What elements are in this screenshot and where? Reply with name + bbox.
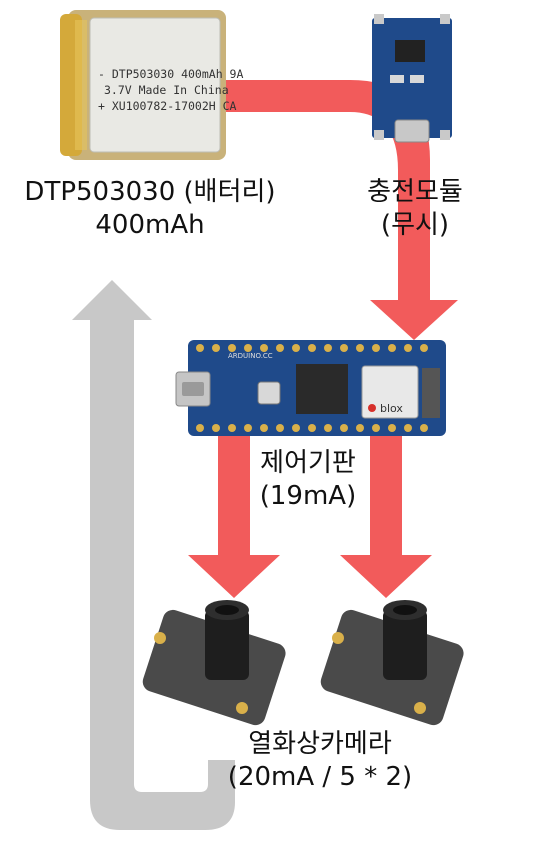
board-silk-text: ARDUINO.CC — [228, 352, 273, 360]
power-arrow-board-to-camera-right — [340, 430, 432, 598]
microcontroller-chip — [296, 364, 348, 414]
return-arrow — [72, 280, 235, 830]
battery-print-line3: + XU100782-17002H CA — [98, 99, 237, 113]
camera-current: (20mA / 5 * 2) — [227, 761, 413, 792]
wireless-module — [361, 365, 419, 419]
battery: - DTP503030 400mAh 9A 3.7V Made In China… — [60, 10, 243, 160]
charger-label: 충전모듈 (무시) — [330, 176, 500, 241]
pin-header-top — [196, 344, 428, 352]
board-label: 제어기판 (19mA) — [228, 447, 388, 512]
charger-name: 충전모듈 — [367, 177, 463, 207]
charger-module — [372, 14, 452, 143]
battery-name: DTP503030 (배터리) — [24, 177, 276, 207]
board-name: 제어기판 — [260, 448, 356, 478]
board-current: (19mA) — [259, 480, 357, 511]
camera-name: 열화상카메라 — [248, 729, 392, 759]
battery-capacity: 400mAh — [95, 209, 205, 240]
battery-print-line1: - DTP503030 400mAh 9A — [98, 67, 243, 81]
control-board: blox ARDUINO.CC — [175, 340, 446, 436]
battery-print-line2: 3.7V Made In China — [104, 83, 229, 97]
power-arrow-board-to-camera-left — [188, 430, 280, 598]
thermal-camera-right — [320, 600, 464, 726]
battery-label: DTP503030 (배터리) 400mAh — [0, 176, 300, 241]
camera-label: 열화상카메라 (20mA / 5 * 2) — [190, 728, 450, 793]
module-brand-text: blox — [380, 402, 403, 415]
thermal-camera-left — [142, 600, 286, 726]
pin-header-bottom — [196, 424, 428, 432]
charger-note: (무시) — [380, 209, 450, 240]
